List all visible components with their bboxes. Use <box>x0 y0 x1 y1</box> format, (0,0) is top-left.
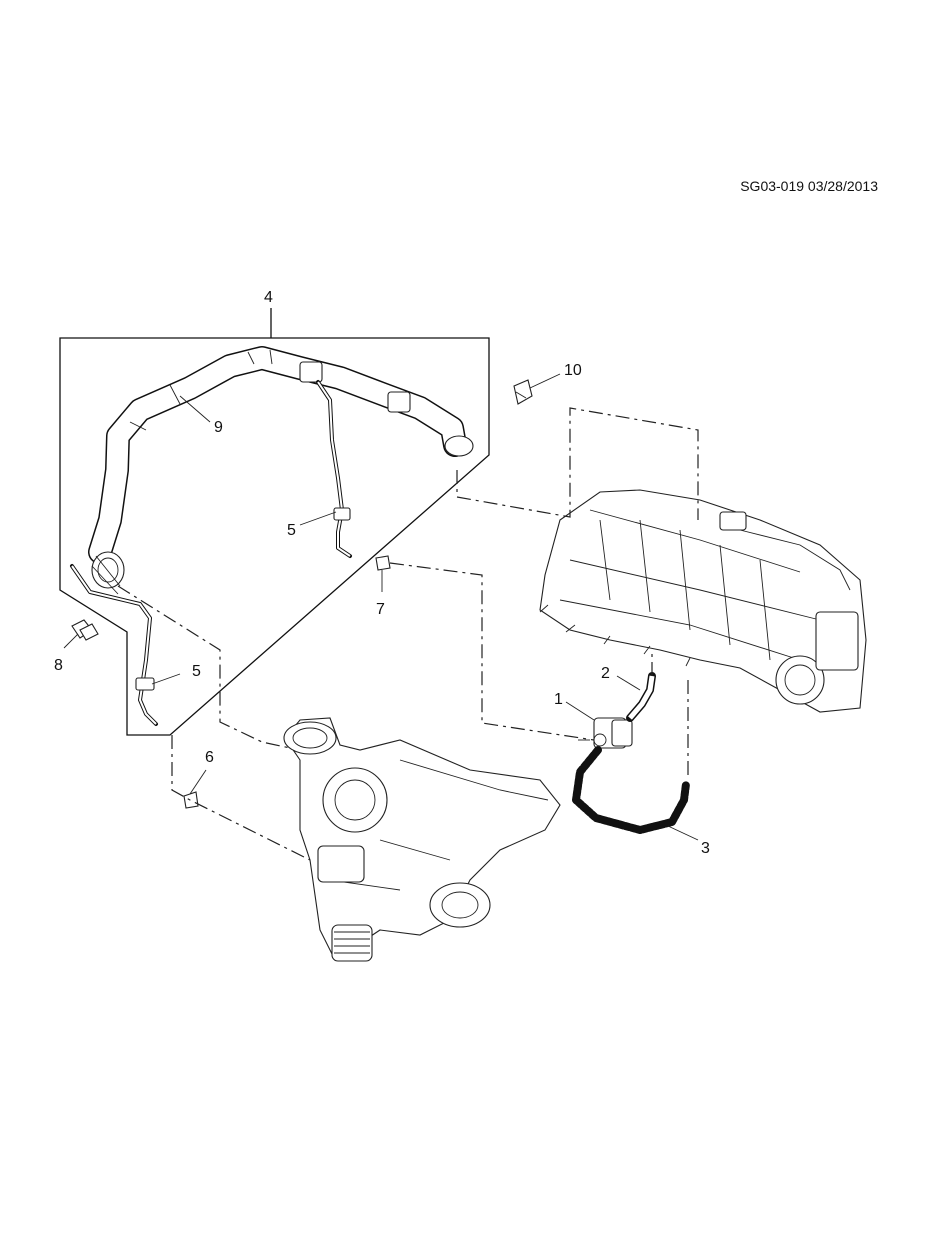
leader-8 <box>63 633 79 649</box>
leader-5a <box>299 511 337 526</box>
clip-8 <box>71 619 99 641</box>
connection-line-d <box>171 735 311 861</box>
leader-9 <box>179 395 211 423</box>
connection-line-b <box>389 562 595 741</box>
callout-10: 10 <box>564 362 582 379</box>
callout-7: 7 <box>376 601 385 618</box>
connection-line-a <box>456 407 699 520</box>
assembly-4-outline <box>59 337 490 736</box>
callout-5b: 5 <box>192 663 201 680</box>
turbocharger <box>283 717 561 962</box>
connection-line-c <box>117 585 291 749</box>
hose-3 <box>572 746 690 834</box>
hose-2 <box>626 672 656 722</box>
leader-3 <box>667 825 699 841</box>
callout-9: 9 <box>214 419 223 436</box>
clip-7 <box>375 555 391 571</box>
callout-8: 8 <box>54 657 63 674</box>
callout-4: 4 <box>264 289 273 306</box>
hose-9 <box>88 346 474 595</box>
callout-2: 2 <box>601 665 610 682</box>
leader-6 <box>189 769 207 795</box>
callout-6: 6 <box>205 749 214 766</box>
vent-hose-upper <box>316 380 352 558</box>
clip-10 <box>513 379 533 405</box>
intake-manifold <box>539 489 867 713</box>
leader-1 <box>565 701 595 721</box>
vent-hose-lower <box>70 564 158 726</box>
callout-5a: 5 <box>287 522 296 539</box>
callout-3: 3 <box>701 840 710 857</box>
clip-6 <box>183 791 199 809</box>
leader-5b <box>151 673 181 685</box>
drawing-id-label: SG03-019 03/28/2013 <box>740 178 878 194</box>
callout-1: 1 <box>554 691 563 708</box>
valve-1 <box>578 717 633 749</box>
leader-2 <box>616 675 641 691</box>
leader-10 <box>529 373 561 389</box>
